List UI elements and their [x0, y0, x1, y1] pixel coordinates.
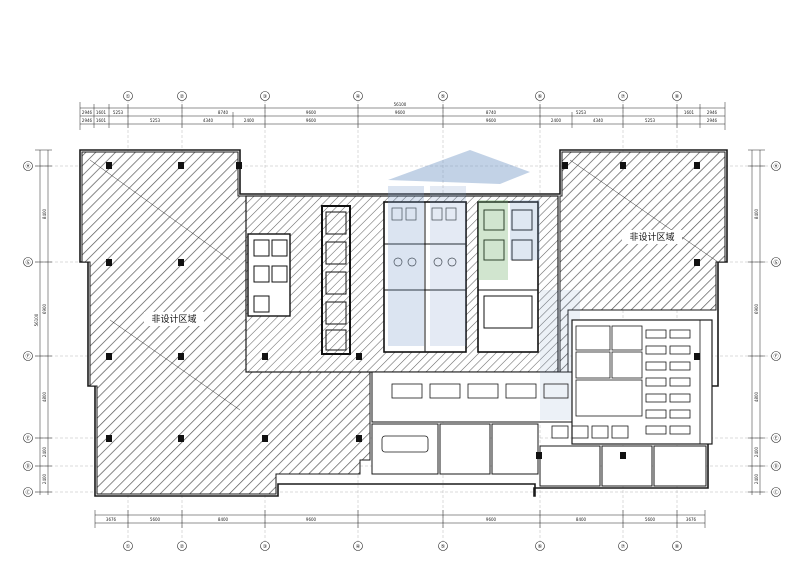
dim-text: 5253 [113, 110, 124, 115]
axis-label: ⑧ [675, 544, 680, 550]
left-dim-texts: 8400 6900 4800 2400 2400 56100 [34, 208, 47, 484]
non-design-label-right: 非设计区域 [629, 231, 674, 243]
left-axis-bubbles [23, 161, 33, 497]
dim-text: 4800 [42, 391, 47, 402]
non-design-zone-right [559, 151, 726, 373]
dim-text: 9600 [306, 517, 317, 522]
overall-dimension: 56100 [394, 102, 407, 107]
bottom-dimensions [94, 510, 706, 528]
dim-text: 2400 [551, 118, 562, 123]
dim-text: 2946 [82, 110, 93, 115]
dim-text: 5253 [576, 110, 587, 115]
top-axis-bubbles [123, 91, 682, 101]
dim-text: 3676 [686, 517, 697, 522]
dim-text: 2400 [42, 446, 47, 457]
axis-label: ⑧ [675, 94, 680, 100]
axis-label: ② [180, 94, 185, 100]
axis-label: ⑥ [538, 544, 543, 550]
top-axis-labels: ① ② ③ ④ ⑤ ⑥ ⑦ ⑧ [126, 94, 680, 100]
axis-label: ④ [356, 94, 361, 100]
axis-label: Ⓔ [25, 435, 30, 442]
axis-label: Ⓕ [25, 353, 30, 360]
axis-label: ⑦ [621, 94, 626, 100]
dim-text: 5600 [645, 517, 656, 522]
dim-text: 4800 [754, 391, 759, 402]
right-axis-bubbles [771, 161, 781, 497]
dim-text: 1601 [684, 110, 695, 115]
axis-label: ③ [263, 94, 267, 100]
axis-label: ⑤ [441, 94, 445, 100]
dim-text: 9600 [395, 110, 406, 115]
axis-label: ③ [263, 544, 267, 550]
dim-text: 8400 [576, 517, 587, 522]
axis-label: ② [180, 544, 185, 550]
dim-text: 6900 [42, 303, 47, 314]
left-axis-labels: Ⓗ Ⓖ Ⓕ Ⓔ Ⓓ Ⓒ [25, 163, 30, 496]
dim-text: 5253 [645, 118, 656, 123]
bottom-axis-bubbles [123, 541, 682, 551]
dim-text: 2400 [754, 473, 759, 484]
axis-label: Ⓕ [773, 353, 778, 360]
dim-text: 1601 [96, 118, 107, 123]
dim-text: 1601 [96, 110, 107, 115]
label-bg [144, 312, 204, 326]
right-dim-texts: 8400 6900 4800 2400 2400 [754, 208, 759, 484]
axis-label: ④ [356, 544, 361, 550]
dim-text: 5600 [150, 517, 161, 522]
dim-text: 4340 [203, 118, 214, 123]
meeting-area [371, 383, 707, 487]
top-dimensions [79, 102, 726, 130]
dim-text: 2946 [82, 118, 93, 123]
dim-text: 9600 [306, 110, 317, 115]
dim-text: 56100 [34, 313, 39, 326]
dim-text: 9600 [306, 118, 317, 123]
structural-columns [106, 162, 700, 459]
office-area [571, 319, 713, 445]
dim-text: 8740 [218, 110, 229, 115]
axis-label: Ⓓ [773, 463, 778, 470]
dim-text: 3676 [106, 517, 117, 522]
dim-text: 8400 [754, 208, 759, 219]
dim-text: 9600 [486, 517, 497, 522]
dim-text: 5253 [150, 118, 161, 123]
right-dimensions [748, 149, 765, 495]
dim-text: 8400 [218, 517, 229, 522]
dim-text: 6900 [754, 303, 759, 314]
right-axis-labels: Ⓗ Ⓖ Ⓕ Ⓔ Ⓓ Ⓒ [773, 163, 778, 496]
axis-label: ① [126, 94, 131, 100]
bottom-dim-texts: 3676 5600 8400 9600 9600 8400 5600 3676 [106, 517, 697, 522]
dim-text: 8740 [486, 110, 497, 115]
axis-label: Ⓖ [25, 259, 30, 266]
top-dim-inner-texts: 2946 1601 5253 4340 2400 9600 9600 2400 … [82, 118, 718, 123]
non-design-label-left: 非设计区域 [151, 313, 196, 325]
diagonal-marks [89, 159, 719, 411]
axis-label: Ⓗ [773, 163, 778, 170]
dim-text: 9600 [486, 118, 497, 123]
axis-label: Ⓒ [773, 489, 778, 496]
dim-text: 2400 [42, 473, 47, 484]
bottom-axis-labels: ① ② ③ ④ ⑤ ⑥ ⑦ ⑧ [126, 544, 680, 550]
left-dimensions [35, 149, 52, 495]
dim-text: 2400 [754, 446, 759, 457]
label-bg [622, 230, 682, 244]
dim-text: 4340 [593, 118, 604, 123]
axis-label: Ⓔ [773, 435, 778, 442]
top-dim-outer-texts: 2946 1601 5253 8740 9600 9600 8740 5253 … [82, 110, 718, 115]
axis-label: ⑥ [538, 94, 543, 100]
axis-label: ① [126, 544, 131, 550]
dim-text: 2400 [244, 118, 255, 123]
dim-text: 2946 [707, 118, 718, 123]
dim-text: 2946 [707, 110, 718, 115]
axis-label: Ⓒ [25, 489, 30, 496]
axis-label: Ⓗ [25, 163, 30, 170]
axis-label: Ⓓ [25, 463, 30, 470]
core-block [245, 195, 573, 423]
axis-label: ⑦ [621, 544, 626, 550]
axis-label: ⑤ [441, 544, 445, 550]
axis-label: Ⓖ [773, 259, 778, 266]
dim-text: 8400 [42, 208, 47, 219]
